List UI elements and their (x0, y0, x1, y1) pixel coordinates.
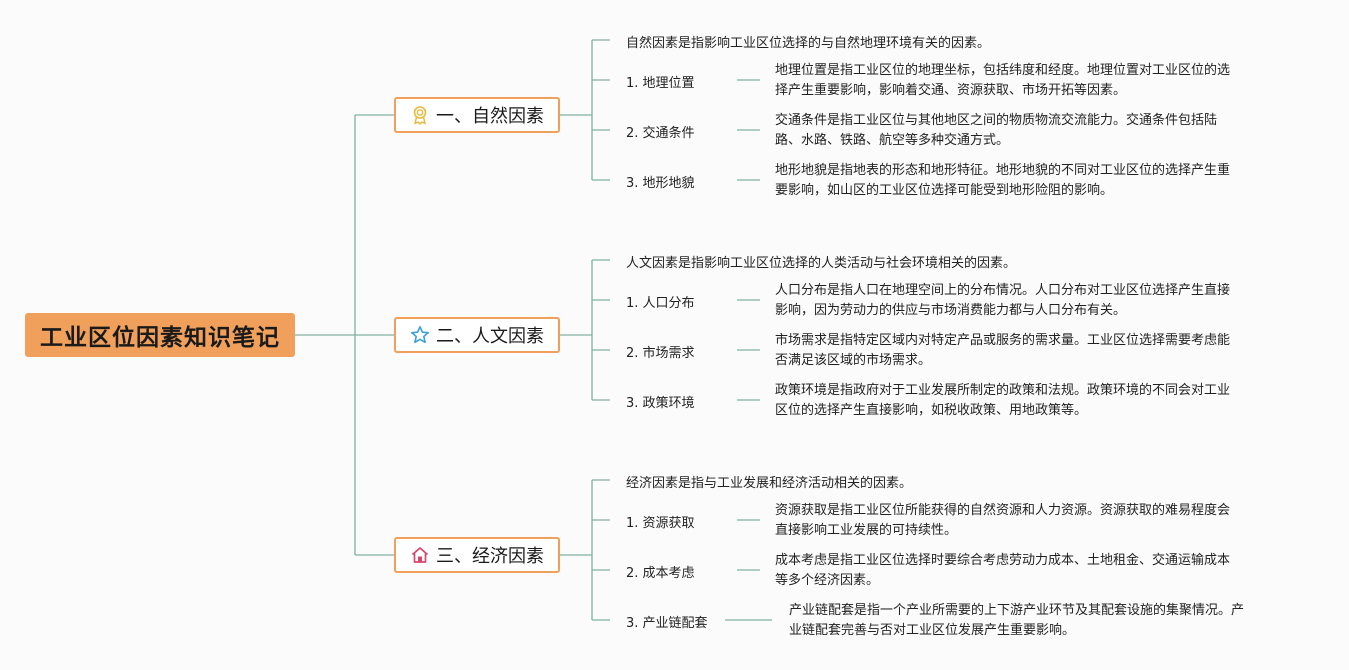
desc-terrain: 地形地貌是指地表的形态和地形特征。地形地貌的不同对工业区位的选择产生重 要影响，… (775, 163, 1231, 198)
desc-geo-location: 地理位置是指工业区位的地理坐标，包括纬度和经度。地理位置对工业区位的选 择产生重… (775, 63, 1231, 98)
branch-natural-factors[interactable]: 一、自然因素 (394, 97, 560, 133)
desc-industry-chain: 产业链配套是指一个产业所需要的上下游产业环节及其配套设施的集聚情况。产 业链配套… (789, 603, 1245, 638)
human-intro: 人文因素是指影响工业区位选择的人类活动与社会环境相关的因素。 (626, 256, 1017, 271)
desc-population: 人口分布是指人口在地理空间上的分布情况。人口分布对工业区位选择产生直接 影响，因… (775, 283, 1231, 318)
root-topic[interactable]: 工业区位因素知识笔记 (25, 313, 295, 357)
branch-human-factors[interactable]: 二、人文因素 (394, 317, 560, 353)
sub-topic-market-demand[interactable]: 2. 市场需求 (626, 346, 695, 361)
star-icon (411, 326, 429, 344)
natural-intro: 自然因素是指影响工业区位选择的与自然地理环境有关的因素。 (626, 36, 991, 51)
desc-transport: 交通条件是指工业区位与其他地区之间的物质物流交流能力。交通条件包括陆 路、水路、… (775, 113, 1218, 148)
sub-topic-terrain[interactable]: 3. 地形地貌 (626, 176, 695, 191)
economic-intro: 经济因素是指与工业发展和经济活动相关的因素。 (626, 476, 913, 491)
sub-topic-cost[interactable]: 2. 成本考虑 (626, 566, 695, 581)
branch-economic-label: 三、经济因素 (436, 546, 544, 567)
sub-topic-industry-chain[interactable]: 3. 产业链配套 (626, 616, 708, 631)
sub-topic-transport[interactable]: 2. 交通条件 (626, 126, 695, 141)
sub-topic-population[interactable]: 1. 人口分布 (626, 296, 695, 311)
branch-human-label: 二、人文因素 (436, 326, 544, 347)
root-topic-label: 工业区位因素知识笔记 (40, 325, 280, 351)
desc-cost: 成本考虑是指工业区位选择时要综合考虑劳动力成本、土地租金、交通运输成本 等多个经… (775, 553, 1231, 588)
award-ribbon-icon (413, 106, 427, 125)
branch-natural-label: 一、自然因素 (436, 106, 544, 127)
desc-policy: 政策环境是指政府对于工业发展所制定的政策和法规。政策环境的不同会对工业 区位的选… (775, 383, 1231, 418)
sub-topic-geo-location[interactable]: 1. 地理位置 (626, 76, 695, 91)
desc-resources: 资源获取是指工业区位所能获得的自然资源和人力资源。资源获取的难易程度会 直接影响… (775, 503, 1231, 538)
desc-market-demand: 市场需求是指特定区域内对特定产品或服务的需求量。工业区位选择需要考虑能 否满足该… (775, 333, 1231, 368)
sub-topic-resources[interactable]: 1. 资源获取 (626, 516, 695, 531)
house-icon (411, 547, 429, 563)
sub-topic-policy[interactable]: 3. 政策环境 (626, 396, 695, 411)
branch-economic-factors[interactable]: 三、经济因素 (394, 537, 560, 573)
